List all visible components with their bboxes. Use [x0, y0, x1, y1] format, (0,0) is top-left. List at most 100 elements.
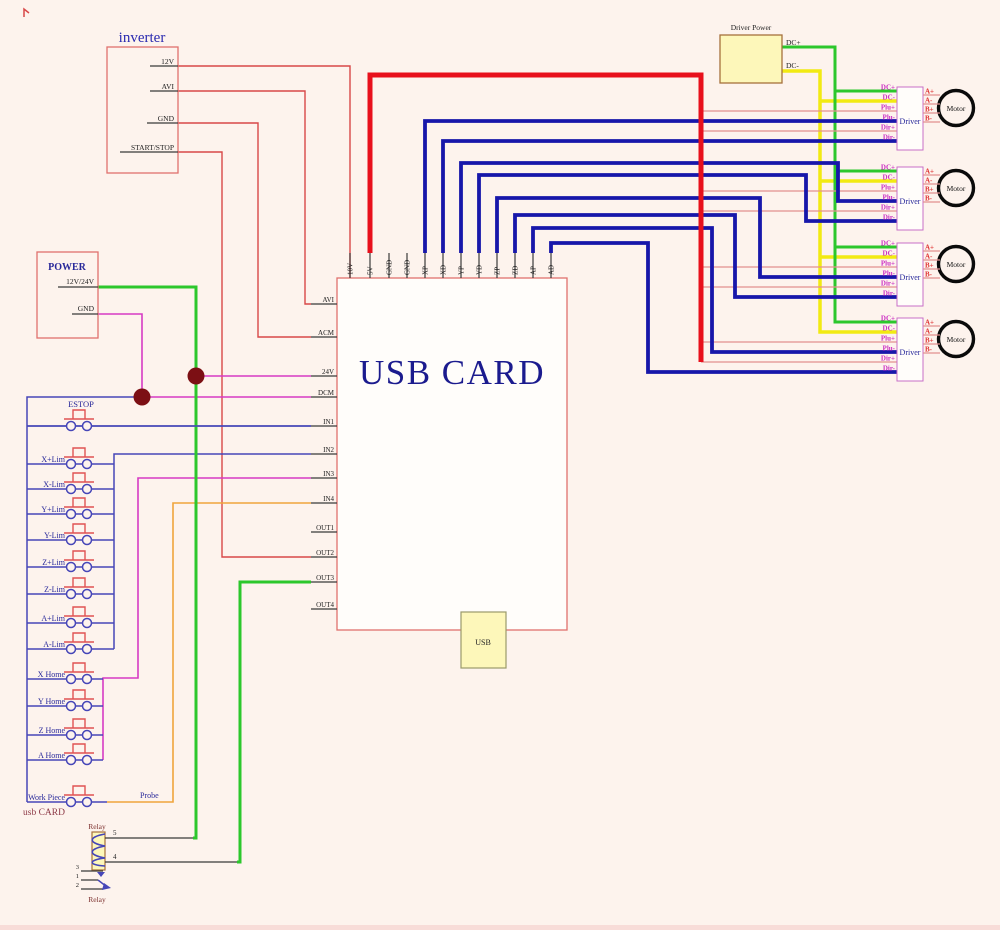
contact-terminal [81, 754, 93, 766]
switch-x-lim [27, 447, 114, 470]
inverter-outline [106, 46, 179, 174]
motor-3 [923, 244, 976, 284]
driver-output-pin-label: A+ [925, 319, 934, 327]
switch-z-lim [27, 577, 114, 600]
contact-terminal [81, 534, 93, 546]
driver-outline [896, 86, 924, 151]
power-box [36, 251, 99, 339]
driver-input-pin-label: Dir+ [881, 204, 895, 212]
driver-output-pin-label: B+ [925, 262, 934, 270]
usb-top-pin-label: 5V [367, 266, 375, 275]
wire-inverter-gnd-to-acm [178, 122, 311, 338]
power-pin-label: 12V/24V [66, 277, 95, 286]
pushbutton-icon [64, 785, 94, 796]
contact-terminal [65, 458, 77, 470]
driver-input-pin-label: DC+ [881, 240, 895, 248]
switch-label: Z+Lim [42, 558, 66, 567]
junction-dot [133, 388, 151, 406]
wire-inverter-avi-to-avi [178, 90, 311, 305]
usb-top-pin-label: 10V [347, 263, 355, 275]
usb-left-pin-label: OUT2 [316, 549, 334, 557]
usb-top-pin-label: ZD [512, 266, 520, 275]
driver-output-pin-label: B+ [925, 106, 934, 114]
driver-power-title: Driver Power [731, 23, 772, 32]
driver-input-pin-label: DC- [883, 174, 896, 182]
pushbutton-icon [64, 577, 94, 588]
contact-terminal [65, 508, 77, 520]
relay-contact-arrow [97, 872, 105, 877]
switch-label: ESTOP [68, 399, 94, 409]
contact-terminal [81, 458, 93, 470]
contact-terminal [81, 588, 93, 600]
wire-limit-rail-to-in2 [113, 453, 311, 649]
driver-outline [896, 166, 924, 231]
wire-yp-to-driver2-plu-minus [459, 161, 897, 253]
driver-input-pin-label: Dir+ [881, 280, 895, 288]
contact-terminal [81, 673, 93, 685]
driver-input-pin-label: Dir+ [881, 355, 895, 363]
driver-input-pin-label: DC+ [881, 164, 895, 172]
driver-power-pin-label: DC+ [786, 38, 801, 47]
pushbutton-icon [64, 689, 94, 700]
usb-card-title: USB CARD [359, 353, 545, 392]
relay-pin1-label: 1 [76, 873, 79, 880]
motor-4 [923, 319, 976, 359]
pushbutton-icon [64, 523, 94, 534]
usb-left-pin-label: AVI [322, 296, 334, 304]
contact-terminal [65, 754, 77, 766]
switch-z-home [27, 718, 103, 741]
switch-a-lim [27, 606, 114, 629]
probe-label: Probe [140, 791, 159, 800]
contact-terminal [81, 617, 93, 629]
usb-top-pin-label: XP [422, 266, 430, 275]
wire-out3-to-relay-pin4 [237, 580, 311, 864]
contact-terminal [65, 673, 77, 685]
motor-circle [936, 168, 976, 208]
junction-dot [187, 367, 205, 385]
wire-power-gnd-down [98, 313, 143, 397]
motor-label: Motor [947, 260, 966, 269]
contact-terminal [81, 643, 93, 655]
driver-input-pin-label: Plu+ [881, 104, 895, 112]
wire-ap-to-driver4-plu-minus [531, 226, 897, 354]
driver-label: Driver [900, 273, 921, 282]
switch-x-home [27, 662, 103, 685]
driver-label: Driver [900, 197, 921, 206]
driver-output-pin-label: A+ [925, 168, 934, 176]
usb-left-pin-label: 24V [322, 368, 334, 376]
relay-pin2-label: 2 [76, 882, 79, 889]
wire-estop-top-rail [26, 396, 142, 802]
contact-terminal [65, 534, 77, 546]
switch-label: Y-Lim [44, 531, 66, 540]
pushbutton-icon [64, 632, 94, 643]
switch-label: A+Lim [41, 614, 65, 623]
switch-estop [27, 409, 311, 432]
switch-x-lim [27, 472, 114, 495]
usb-top-pin-label: YP [458, 266, 466, 275]
driver-input-pin-label: DC+ [881, 315, 895, 323]
driver-outline [896, 317, 924, 382]
switch-work-piece [27, 785, 107, 808]
driver-4 [896, 317, 924, 382]
wire-inverter-startstop-to-out2 [178, 151, 311, 558]
wire-yd-to-driver2-dir-minus [477, 173, 897, 253]
bottom-edge-strip [0, 925, 1000, 930]
driver-output-pin-label: A- [925, 97, 933, 105]
driver-input-pin-label: Dir+ [881, 124, 895, 132]
driver-output-pin-label: A- [925, 253, 933, 261]
relay-title-top: Relay [88, 822, 106, 831]
usb-left-pin-label: IN2 [323, 446, 334, 454]
driver-input-pin-label: DC- [883, 94, 896, 102]
usb-card-note: usb CARD [23, 808, 65, 818]
driver-input-pin-label: Plu+ [881, 335, 895, 343]
contact-terminal [65, 561, 77, 573]
motor-label: Motor [947, 184, 966, 193]
contact-terminal [65, 588, 77, 600]
usb-left-pin-label: IN1 [323, 418, 334, 426]
driver-output-pin-label: B- [925, 271, 933, 279]
motor-circle [936, 244, 976, 284]
usb-left-pin-label: OUT1 [316, 524, 334, 532]
switch-label: Z-Lim [44, 585, 66, 594]
wire-inverter-12v-to-10v [178, 65, 351, 278]
relay-coil-icon [91, 833, 106, 867]
